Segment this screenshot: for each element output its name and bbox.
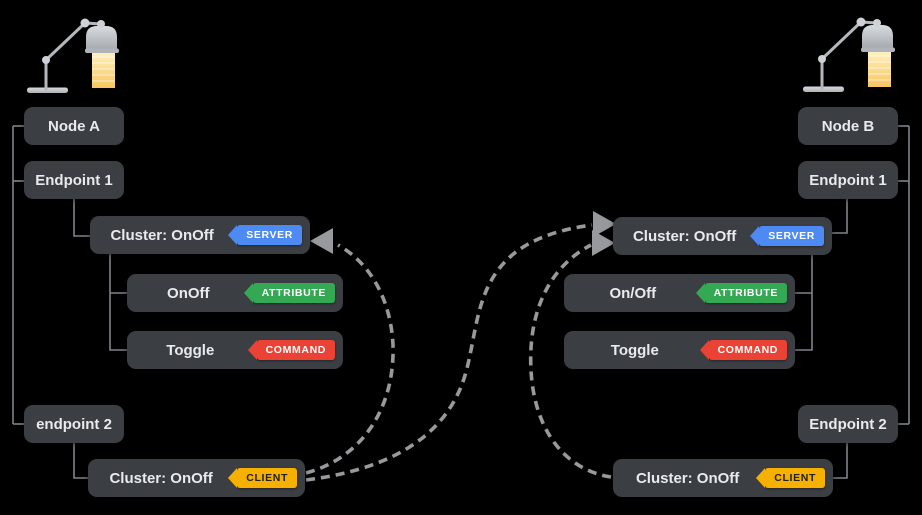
left-attribute-box: OnOff ATTRIBUTE (127, 274, 343, 312)
binding-arrows (305, 211, 616, 482)
arrowhead-right-server-lower (592, 230, 615, 256)
left-command-box: Toggle COMMAND (127, 331, 343, 369)
left-server-cluster-box: Cluster: OnOff SERVER (90, 216, 310, 254)
right-endpoint-1-box: Endpoint 1 (798, 161, 898, 199)
right-tree-connectors (795, 125, 910, 479)
arrow-left-client-to-left-server (305, 243, 395, 475)
node-b-label: Node B (821, 117, 875, 135)
right-server-cluster-label: Cluster: OnOff (632, 227, 737, 245)
command-badge: COMMAND (247, 340, 335, 360)
left-endpoint-2-box: endpoint 2 (24, 405, 124, 443)
command-badge: COMMAND (699, 340, 787, 360)
left-endpoint-1-box: Endpoint 1 (24, 161, 124, 199)
attribute-badge: ATTRIBUTE (243, 283, 335, 303)
right-endpoint-2-label: Endpoint 2 (809, 415, 887, 433)
desk-lamp-icon (25, 17, 121, 95)
arrow-right-client-to-right-server (528, 243, 612, 479)
right-endpoint-1-label: Endpoint 1 (809, 171, 887, 189)
right-client-cluster-label: Cluster: OnOff (635, 469, 740, 487)
left-endpoint-1-label: Endpoint 1 (35, 171, 113, 189)
server-badge: SERVER (750, 226, 824, 246)
left-server-cluster-label: Cluster: OnOff (110, 226, 214, 244)
right-attribute-label: On/Off (609, 284, 657, 302)
right-endpoint-2-box: Endpoint 2 (798, 405, 898, 443)
right-command-box: Toggle COMMAND (564, 331, 795, 369)
left-attribute-label: OnOff (167, 284, 210, 302)
arrowhead-right-server-upper (593, 211, 616, 237)
right-server-cluster-box: Cluster: OnOff SERVER (613, 217, 832, 255)
desk-lamp-icon (801, 16, 897, 94)
left-client-cluster-label: Cluster: OnOff (109, 469, 213, 487)
arrow-left-client-to-right-server (305, 223, 593, 482)
node-b-box: Node B (798, 107, 898, 145)
node-a-box: Node A (24, 107, 124, 145)
client-badge: CLIENT (228, 468, 297, 488)
client-badge: CLIENT (756, 468, 825, 488)
left-tree-connectors (12, 125, 127, 479)
right-client-cluster-box: Cluster: OnOff CLIENT (613, 459, 833, 497)
right-command-label: Toggle (610, 341, 659, 359)
arrowhead-left-server (310, 228, 333, 254)
left-endpoint-2-label: endpoint 2 (36, 415, 112, 433)
right-attribute-box: On/Off ATTRIBUTE (564, 274, 795, 312)
attribute-badge: ATTRIBUTE (695, 283, 787, 303)
left-command-label: Toggle (166, 341, 215, 359)
node-a-label: Node A (48, 117, 100, 135)
server-badge: SERVER (228, 225, 302, 245)
left-client-cluster-box: Cluster: OnOff CLIENT (88, 459, 305, 497)
